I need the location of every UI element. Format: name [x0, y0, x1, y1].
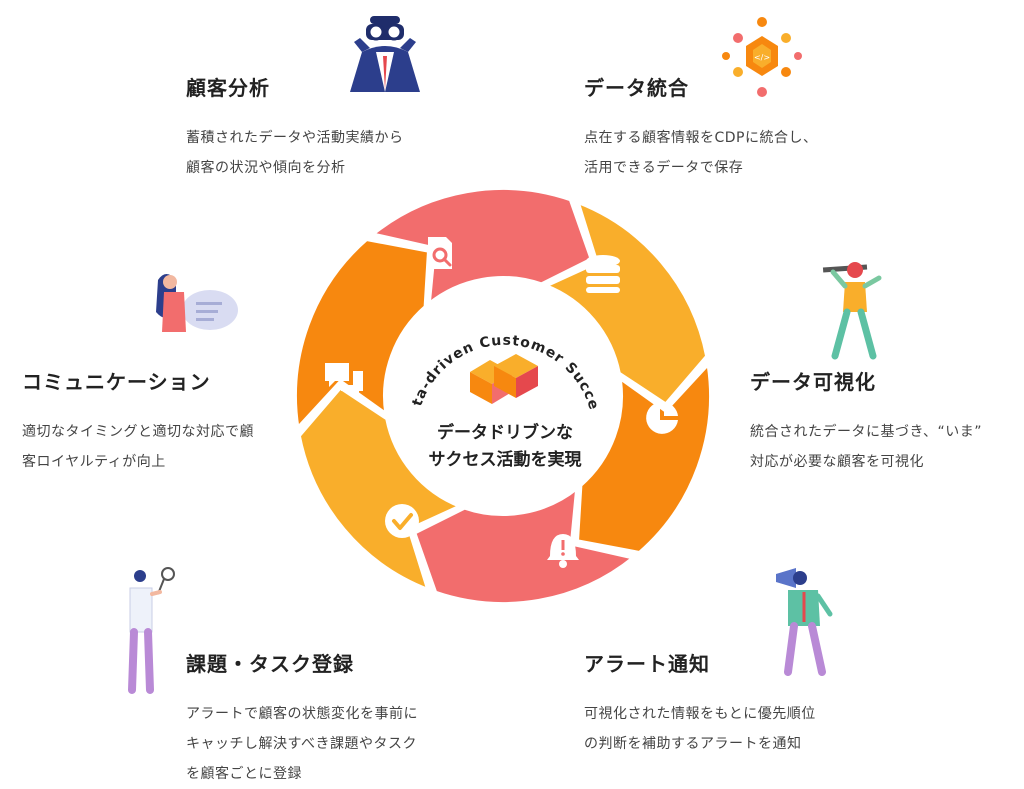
step-title: データ統合	[584, 76, 689, 100]
cdp-network-illustration: </>	[722, 17, 802, 97]
step-desc-line: 点在する顧客情報をCDPに統合し、	[584, 130, 818, 146]
search-document-icon	[428, 237, 452, 269]
chat-icon	[325, 363, 363, 396]
step-desc-line: を顧客ごとに登録	[186, 766, 302, 782]
check-circle-icon	[385, 504, 419, 538]
telescope-person-illustration	[822, 262, 882, 360]
step-customer-analysis: 顧客分析 蓄積されたデータや活動実績から 顧客の状況や傾向を分析	[186, 72, 404, 183]
step-desc-line: の判断を補助するアラートを通知	[584, 736, 802, 752]
center-caption: データドリブンな サクセス活動を実現	[395, 420, 615, 474]
step-data-integration: データ統合 点在する顧客情報をCDPに統合し、 活用できるデータで保存	[584, 72, 818, 183]
svg-text:</>: </>	[754, 53, 770, 62]
step-desc-line: アラートで顧客の状態変化を事前に	[186, 706, 418, 722]
step-communication: コミュニケーション 適切なタイミングと適切な対応で顧 客ロイヤルティが向上	[22, 366, 254, 477]
step-desc-line: 統合されたデータに基づき、“いま”	[750, 424, 983, 440]
step-title: 課題・タスク登録	[186, 652, 354, 676]
step-title: コミュニケーション	[22, 370, 211, 394]
woman-chat-illustration	[156, 274, 238, 332]
alert-bell-icon	[547, 534, 579, 568]
step-desc-line: 対応が必要な顧客を可視化	[750, 454, 924, 470]
center-caption-line2: サクセス活動を実現	[428, 450, 582, 470]
person-magnifier-illustration	[128, 567, 175, 694]
step-desc-line: キャッチし解決すべき課題やタスク	[186, 736, 418, 752]
step-title: 顧客分析	[186, 76, 270, 100]
pie-chart-icon	[646, 402, 678, 434]
analyst-binoculars-illustration	[350, 16, 420, 92]
database-icon	[586, 255, 620, 293]
step-desc-line: 客ロイヤルティが向上	[22, 454, 166, 470]
step-data-visualization: データ可視化 統合されたデータに基づき、“いま” 対応が必要な顧客を可視化	[750, 366, 982, 477]
step-desc-line: 顧客の状況や傾向を分析	[186, 160, 346, 176]
step-desc-line: 蓄積されたデータや活動実績から	[186, 130, 404, 146]
cycle-wheel: Data-driven Customer Success	[280, 178, 713, 606]
center-caption-line1: データドリブンな	[437, 423, 573, 443]
step-task-registration: 課題・タスク登録 アラートで顧客の状態変化を事前に キャッチし解決すべき課題やタ…	[186, 648, 418, 789]
step-desc-line: 可視化された情報をもとに優先順位	[584, 706, 816, 722]
step-title: アラート通知	[584, 652, 710, 676]
cube-logo-icon	[470, 354, 538, 404]
step-desc-line: 活用できるデータで保存	[584, 160, 744, 176]
step-alert-notification: アラート通知 可視化された情報をもとに優先順位 の判断を補助するアラートを通知	[584, 648, 816, 759]
person-megaphone-illustration	[776, 568, 833, 676]
step-desc-line: 適切なタイミングと適切な対応で顧	[22, 424, 254, 440]
step-title: データ可視化	[750, 370, 876, 394]
